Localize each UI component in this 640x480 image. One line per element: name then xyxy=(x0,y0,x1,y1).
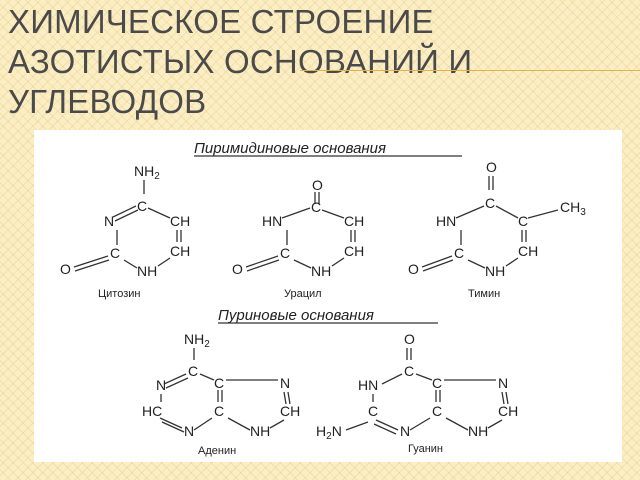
svg-text:C: C xyxy=(432,375,442,391)
svg-text:CH: CH xyxy=(280,403,300,419)
svg-text:NH2: NH2 xyxy=(134,163,160,182)
svg-text:N: N xyxy=(156,377,166,393)
svg-text:HN: HN xyxy=(436,213,456,229)
svg-text:C: C xyxy=(404,363,414,379)
svg-text:CH: CH xyxy=(170,213,190,229)
uracil-structure: O C CH CH NH C HN O Урацил xyxy=(232,177,364,300)
svg-text:CH3: CH3 xyxy=(560,199,586,218)
structures-svg: Пиримидиновые основания Пуриновые основа… xyxy=(60,140,586,457)
svg-text:O: O xyxy=(404,331,415,347)
cytosine-label: Цитозин xyxy=(98,288,140,300)
slide-title: Химическое строение азотистых оснований … xyxy=(8,2,628,122)
svg-text:O: O xyxy=(60,261,71,277)
guanine-label: Гуанин xyxy=(408,443,443,455)
cytosine-structure: NH2 C CH CH NH C N O Цитозин xyxy=(60,163,190,300)
svg-text:CH: CH xyxy=(344,243,364,259)
uracil-label: Урацил xyxy=(284,288,322,300)
svg-text:HN: HN xyxy=(262,213,282,229)
svg-text:N: N xyxy=(280,375,290,391)
svg-text:C: C xyxy=(110,245,120,261)
title-line-1: Химическое строение xyxy=(8,3,434,40)
svg-text:CH: CH xyxy=(498,403,518,419)
svg-text:O: O xyxy=(486,159,497,175)
svg-text:CH: CH xyxy=(518,243,538,259)
svg-text:N: N xyxy=(104,213,114,229)
svg-text:HC: HC xyxy=(142,403,162,419)
svg-text:NH: NH xyxy=(468,423,488,439)
svg-text:CH: CH xyxy=(344,213,364,229)
svg-text:C: C xyxy=(518,213,528,229)
svg-text:C: C xyxy=(188,363,198,379)
svg-text:C: C xyxy=(214,375,224,391)
purine-heading: Пуриновые основания xyxy=(218,307,374,324)
svg-text:O: O xyxy=(312,177,323,193)
pyrimidine-heading: Пиримидиновые основания xyxy=(194,140,386,157)
title-divider xyxy=(300,70,640,71)
svg-text:O: O xyxy=(408,261,419,277)
svg-text:H2N: H2N xyxy=(316,423,342,442)
guanine-structure: O C HN C N C C N CH NH H2N Гуанин xyxy=(316,331,518,455)
svg-text:C: C xyxy=(311,199,321,215)
svg-text:HN: HN xyxy=(358,377,378,393)
svg-text:N: N xyxy=(184,423,194,439)
adenine-structure: NH2 C N HC N C C N CH NH Аденин xyxy=(142,331,300,457)
svg-text:C: C xyxy=(280,245,290,261)
svg-text:N: N xyxy=(400,423,410,439)
svg-text:NH: NH xyxy=(485,263,505,279)
svg-text:NH: NH xyxy=(250,423,270,439)
title-line-3: углеводов xyxy=(8,83,207,120)
svg-text:C: C xyxy=(454,245,464,261)
svg-text:C: C xyxy=(485,195,495,211)
svg-text:NH2: NH2 xyxy=(184,331,210,350)
svg-text:O: O xyxy=(232,261,243,277)
adenine-label: Аденин xyxy=(198,445,236,457)
svg-text:N: N xyxy=(498,375,508,391)
svg-text:C: C xyxy=(214,403,224,419)
thymine-label: Тимин xyxy=(468,288,500,300)
svg-text:C: C xyxy=(137,198,147,214)
thymine-structure: O C C CH3 CH NH C HN O Тимин xyxy=(408,159,586,300)
svg-text:NH: NH xyxy=(137,263,157,279)
svg-text:C: C xyxy=(432,403,442,419)
svg-text:CH: CH xyxy=(170,243,190,259)
svg-text:C: C xyxy=(368,403,378,419)
svg-text:NH: NH xyxy=(311,263,331,279)
nitrogenous-bases-figure: Пиримидиновые основания Пуриновые основа… xyxy=(34,130,622,462)
title-line-2: азотистых оснований и xyxy=(8,43,473,80)
